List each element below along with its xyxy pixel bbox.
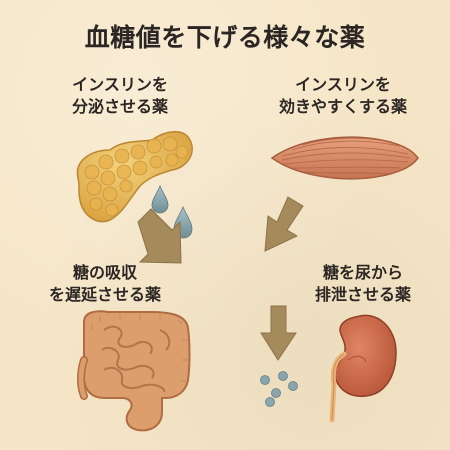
label-excrete-glucose: 糖を尿から 排泄させる薬 [288,262,438,306]
droplet-icon [151,185,169,214]
label-line: 排泄させる薬 [314,285,411,304]
kidney-icon [329,314,397,423]
intestine-icon [77,310,191,432]
glucose-dots-icon [260,371,298,407]
muscle-icon [270,136,419,180]
label-delay-absorption: 糖の吸収 を遅延させる薬 [15,262,195,306]
label-sensitize-insulin: インスリンを 効きやすくする薬 [248,74,438,118]
label-line: 糖を尿から [322,263,403,282]
page-title: 血糖値を下げる様々な薬 [84,23,366,52]
arrow-down-icon [264,196,304,252]
label-line: 分泌させる薬 [71,97,168,116]
label-line: インスリンを [295,75,391,94]
label-line: を遅延させる薬 [48,285,161,304]
label-line: インスリンを [72,75,168,94]
pancreas-icon [76,131,193,223]
arrow-down-icon [137,208,182,264]
label-line: 糖の吸収 [72,263,137,282]
label-secrete-insulin: インスリンを 分泌させる薬 [35,74,205,118]
label-line: 効きやすくする薬 [278,97,407,116]
arrow-down-icon [260,305,297,361]
